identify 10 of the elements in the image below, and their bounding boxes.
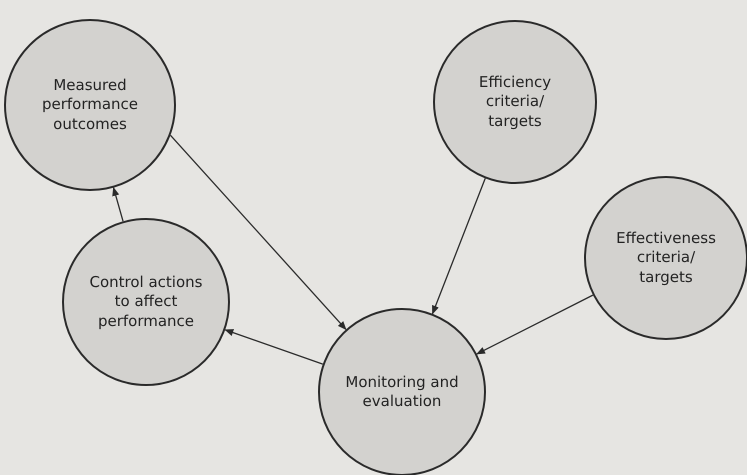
arrow <box>170 134 347 330</box>
node-label: Effectiveness criteria/ targets <box>615 228 717 288</box>
node-label: Measured performance outcomes <box>40 76 140 134</box>
node-label: Efficiency criteria/ targets <box>478 72 552 132</box>
arrow <box>476 294 594 355</box>
arrow <box>224 329 323 365</box>
arrow <box>432 178 486 315</box>
node-label: Control actions to affect performance <box>88 272 204 332</box>
node-label: Monitoring and evaluation <box>344 372 460 412</box>
arrow <box>112 186 124 222</box>
